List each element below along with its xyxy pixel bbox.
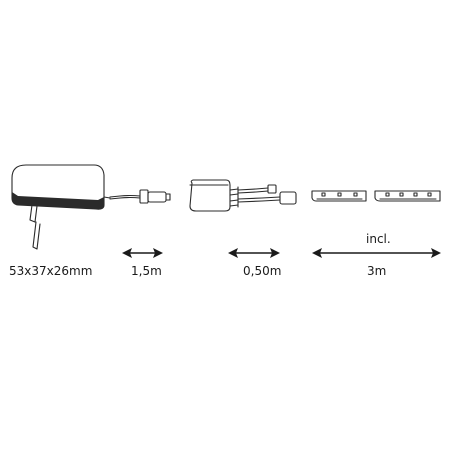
adapter-cable bbox=[109, 194, 141, 200]
cable-length-label: 1,5m bbox=[131, 264, 162, 278]
cable-length-arrow bbox=[122, 248, 163, 258]
led-strip-icon bbox=[374, 190, 441, 202]
led-strip-icon bbox=[311, 190, 367, 202]
controller-cable bbox=[237, 184, 297, 205]
controller-cable-length-label: 0,50m bbox=[243, 264, 282, 278]
controller-length-arrow bbox=[228, 248, 280, 258]
strip-included-note: incl. bbox=[366, 232, 391, 246]
strip-length-label: 3m bbox=[367, 264, 387, 278]
dc-plug-icon bbox=[139, 189, 171, 204]
strip-length-arrow bbox=[312, 248, 441, 258]
controller-box-icon bbox=[189, 179, 239, 212]
adapter-dimensions-label: 53x37x26mm bbox=[9, 264, 93, 278]
power-adapter-icon bbox=[11, 164, 111, 250]
